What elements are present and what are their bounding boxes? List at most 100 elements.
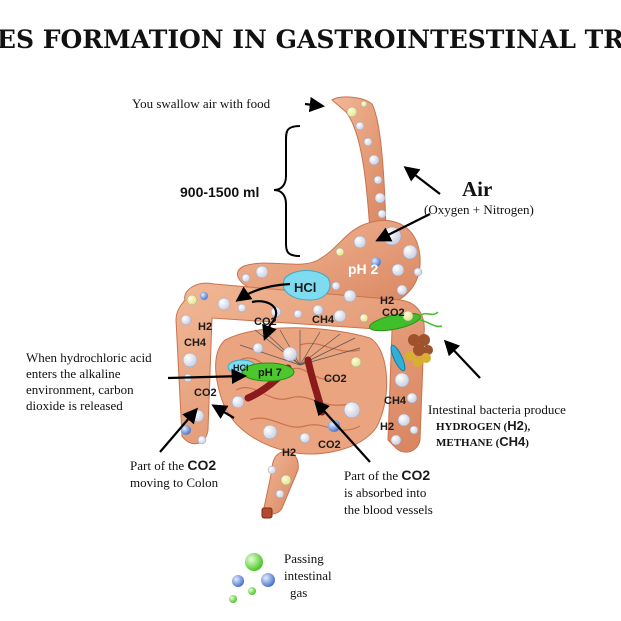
gas-bubble bbox=[377, 209, 387, 219]
svg-text:intestinal: intestinal bbox=[284, 568, 332, 583]
svg-text:the blood vessels: the blood vessels bbox=[344, 502, 433, 517]
ph7-label: pH 7 bbox=[258, 367, 282, 379]
gas-bubble bbox=[373, 175, 383, 185]
co2-label-left: CO2 bbox=[194, 387, 217, 399]
swallow-label: You swallow air with food bbox=[132, 96, 271, 111]
gas-bubble bbox=[199, 291, 209, 301]
gas-bubble bbox=[327, 419, 341, 433]
bacteria-note: Intestinal bacteria produce HYDROGEN (H2… bbox=[428, 402, 566, 449]
h2-label-right-low: H2 bbox=[380, 421, 394, 433]
gas-bubble bbox=[331, 281, 341, 291]
svg-text:Part of the CO2: Part of the CO2 bbox=[130, 457, 216, 473]
gas-bubble bbox=[197, 435, 207, 445]
svg-text:When hydrochloric acid: When hydrochloric acid bbox=[26, 350, 152, 365]
gas-bubble bbox=[343, 401, 361, 419]
gas-bubble bbox=[391, 263, 405, 277]
gas-bubble bbox=[333, 309, 347, 323]
svg-text:enters the alkaline: enters the alkaline bbox=[26, 366, 121, 381]
gas-bubble bbox=[409, 425, 419, 435]
svg-text:moving to Colon: moving to Colon bbox=[130, 475, 219, 490]
gas-bubble bbox=[217, 297, 231, 311]
esophagus bbox=[331, 96, 387, 233]
gas-bubble bbox=[413, 267, 423, 277]
gas-bubble bbox=[390, 434, 402, 446]
air-label: Air bbox=[462, 177, 492, 201]
gas-bubble bbox=[350, 356, 362, 368]
gas-bubble bbox=[267, 465, 277, 475]
svg-text:is absorbed into: is absorbed into bbox=[344, 485, 426, 500]
svg-text:Passing: Passing bbox=[284, 551, 324, 566]
small-intestine bbox=[215, 327, 388, 455]
svg-text:METHANE (CH4): METHANE (CH4) bbox=[436, 434, 529, 449]
colon-note: Part of the CO2 moving to Colon bbox=[130, 457, 219, 490]
large-intestine bbox=[175, 282, 425, 453]
gas-bubble bbox=[397, 413, 411, 427]
hcl-stomach-blob bbox=[282, 270, 331, 301]
volume-label: 900-1500 ml bbox=[180, 184, 259, 200]
gas-bubble bbox=[402, 310, 414, 322]
gas-bubble bbox=[255, 265, 269, 279]
hcl-stomach-label: HCl bbox=[294, 280, 316, 295]
absorbed-note: Part of the CO2 is absorbed into the blo… bbox=[344, 467, 433, 517]
gas-bubble bbox=[360, 100, 368, 108]
co2-label-bottom: CO2 bbox=[318, 439, 341, 451]
gas-bubble bbox=[396, 284, 408, 296]
co2-label-right: CO2 bbox=[382, 307, 405, 319]
hcl-note: When hydrochloric acid enters the alkali… bbox=[26, 350, 152, 413]
air-sub-label: (Oxygen + Nitrogen) bbox=[424, 202, 534, 217]
gas-bubble bbox=[186, 294, 198, 306]
gas-bubble bbox=[363, 137, 373, 147]
gas-bubble bbox=[343, 289, 357, 303]
gas-bubble bbox=[231, 395, 245, 409]
ch4-label-left: CH4 bbox=[184, 337, 207, 349]
gas-bubble bbox=[335, 247, 345, 257]
co2-label-upper: CO2 bbox=[254, 316, 277, 328]
page-title: GASES FORMATION IN GASTROINTESTINAL TRAC… bbox=[0, 25, 621, 54]
gas-bubble bbox=[180, 424, 192, 436]
svg-text:Part of the CO2: Part of the CO2 bbox=[344, 467, 430, 483]
gas-bubble bbox=[353, 235, 367, 249]
co2-label-center: CO2 bbox=[324, 373, 347, 385]
gas-bubble bbox=[299, 432, 311, 444]
gas-bubble bbox=[406, 392, 418, 404]
h2-label-bottom: H2 bbox=[282, 447, 296, 459]
gas-bubble bbox=[355, 121, 365, 131]
volume-brace bbox=[273, 125, 301, 257]
passing-gas-note: Passing intestinal gas bbox=[284, 551, 332, 600]
svg-text:gas: gas bbox=[290, 585, 307, 600]
gas-bubble bbox=[282, 346, 298, 362]
gas-bubble bbox=[370, 256, 382, 268]
h2-label-right: H2 bbox=[380, 295, 394, 307]
svg-text:HYDROGEN (H2),: HYDROGEN (H2), bbox=[436, 418, 530, 433]
gas-bubble bbox=[262, 424, 278, 440]
gas-bubble bbox=[237, 303, 247, 313]
anus bbox=[261, 507, 273, 519]
gas-bubble bbox=[368, 154, 380, 166]
arrows bbox=[159, 96, 481, 463]
ch4-label-right: CH4 bbox=[384, 395, 407, 407]
svg-text:environment, carbon: environment, carbon bbox=[26, 382, 134, 397]
gas-bubble bbox=[359, 313, 369, 323]
gas-bubble bbox=[394, 372, 410, 388]
gas-bubble bbox=[293, 309, 303, 319]
gi-tract-illustration bbox=[175, 96, 443, 519]
gas-bubble bbox=[180, 314, 192, 326]
gas-bubble bbox=[252, 342, 264, 354]
svg-text:dioxide is released: dioxide is released bbox=[26, 398, 123, 413]
rectum bbox=[263, 451, 299, 515]
passing-gas-bubbles bbox=[229, 553, 275, 603]
gas-bubble bbox=[374, 192, 386, 204]
hcl-small-label: HCl bbox=[233, 363, 249, 373]
gas-bubble bbox=[280, 474, 292, 486]
svg-text:Intestinal bacteria produce: Intestinal bacteria produce bbox=[428, 402, 566, 417]
h2-label-left: H2 bbox=[198, 321, 212, 333]
gas-bubble bbox=[402, 244, 418, 260]
gas-bubble bbox=[346, 106, 358, 118]
gas-bubble bbox=[182, 352, 198, 368]
gas-bubble bbox=[312, 304, 324, 316]
ph2-label: pH 2 bbox=[348, 261, 379, 277]
gas-bubble bbox=[275, 489, 285, 499]
gas-bubble bbox=[241, 273, 251, 283]
ch4-label-upper: CH4 bbox=[312, 314, 335, 326]
